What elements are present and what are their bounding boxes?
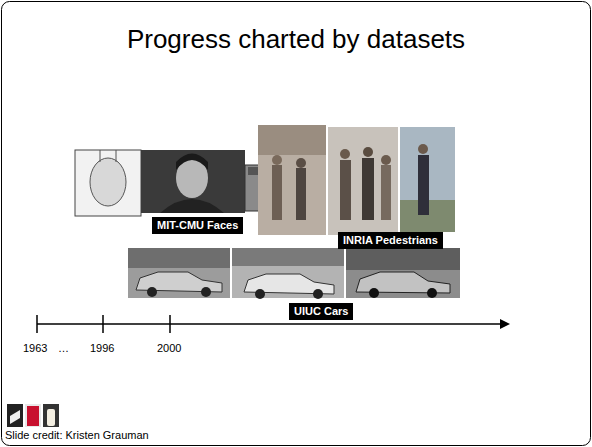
dataset-name: UIUC Cars: [294, 305, 348, 318]
pedestrian-images: [258, 125, 455, 235]
dataset-name: INRIA Pedestrians: [343, 234, 438, 247]
slide-credit: Slide credit: Kristen Grauman: [5, 429, 149, 441]
ellipsis-label: …: [58, 342, 69, 354]
year-label: 1996: [90, 342, 114, 354]
car-images: [128, 248, 460, 299]
dataset-name: MIT-CMU Faces: [157, 219, 238, 232]
dataset-label: INRIA Pedestrians: [338, 232, 443, 249]
early-object-images: [7, 404, 59, 427]
timeline-axis: [37, 315, 510, 333]
year-label: 2000: [157, 342, 181, 354]
dataset-label: UIUC Cars: [289, 303, 353, 320]
dataset-label: MIT-CMU Faces: [152, 217, 243, 234]
slide-title: Progress charted by datasets: [0, 24, 592, 55]
year-label: 1963: [23, 342, 47, 354]
